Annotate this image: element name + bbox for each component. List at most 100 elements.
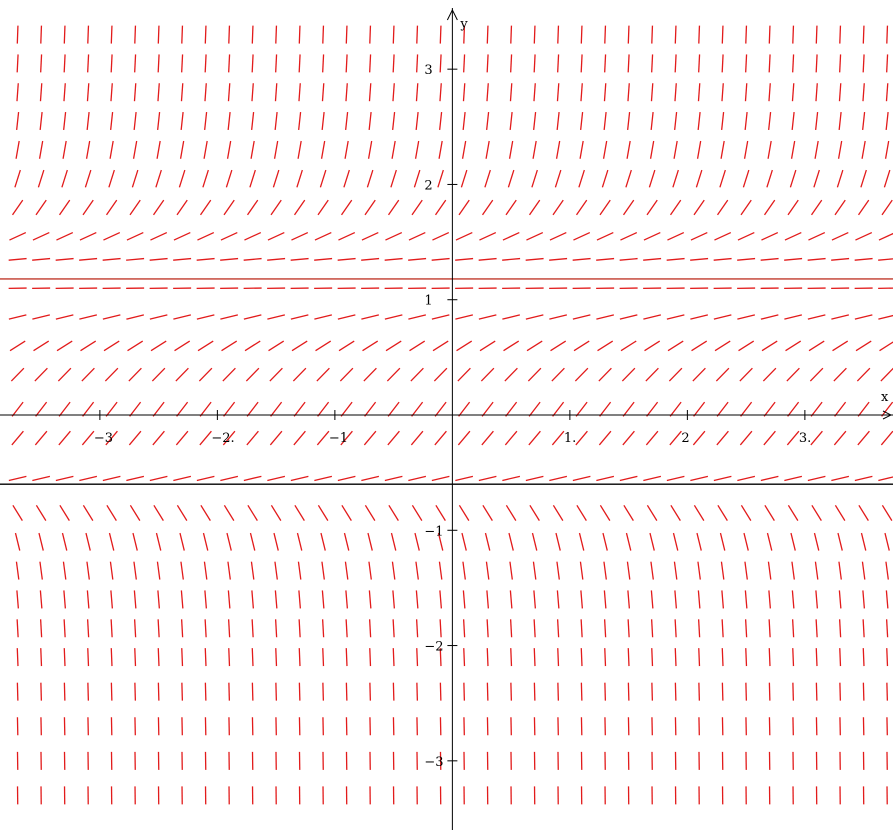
horizontal-solution-lines [0,278,893,485]
slope-segment [408,231,426,241]
slope-segment [39,112,43,131]
slope-segment [321,112,325,131]
slope-segment [721,619,724,638]
slope-segment [387,401,400,417]
slope-segment [787,504,799,521]
slope-segment [16,112,20,131]
slope-segment [181,648,184,667]
slope-segment [63,590,67,609]
slope-segment [251,648,254,667]
slope-segment [109,561,114,580]
slope-segment [461,532,467,551]
slope-segment [526,231,544,241]
slope-segment [837,140,843,159]
slope-segment [251,25,254,44]
slope-segment [110,590,114,609]
slope-segment [831,257,850,261]
slope-segment [317,504,329,521]
slope-segment [760,257,779,261]
x-tick-label: −3 [94,431,113,446]
y-tick-label: −2 [424,640,443,655]
slope-segment [102,314,121,320]
slope-segment [691,340,708,352]
slope-segment [392,648,395,667]
slope-segment [110,54,113,73]
slope-segment [267,257,286,261]
slope-segment [622,199,635,216]
slope-segment [39,619,43,638]
slope-segment [479,340,496,352]
slope-segment [243,314,262,320]
slope-segment [766,169,773,188]
slope-segment [134,648,137,667]
slope-segment [549,314,568,320]
slope-segment [251,619,254,638]
slope-segment [813,169,820,188]
slope-segment [345,54,348,73]
slope-segment [860,169,867,188]
slope-segment [690,257,709,261]
slope-segment [129,199,141,216]
slope-segment [878,476,893,482]
slope-segment [12,504,23,521]
slope-segment [650,83,654,102]
slope-segment [580,112,584,131]
slope-segment [881,504,893,521]
slope-segment [343,169,350,188]
slope-segment [502,231,520,241]
slope-segment [220,231,238,241]
slope-segment [693,401,706,417]
slope-segment [131,169,139,188]
slope-segment [314,314,333,320]
slope-segment [885,112,889,131]
slope-segment [815,83,818,102]
slope-segment [38,532,44,551]
slope-segment [743,140,749,159]
slope-segment [834,401,847,417]
slope-segment [79,257,98,261]
slope-segment [8,475,27,482]
slope-segment [745,54,748,73]
slope-segment [387,430,400,446]
slope-segment [763,430,776,446]
slope-segment [596,475,615,482]
slope-segment [810,430,823,446]
slope-segment [267,475,286,482]
slope-segment [226,532,232,551]
slope-segment [180,112,184,131]
slope-segment [369,648,372,667]
slope-segment [815,25,818,44]
slope-segment [696,140,702,159]
slope-segment [886,25,889,44]
slope-segment [862,83,865,102]
slope-segment [740,504,752,521]
slope-segment [106,504,117,521]
slope-segment [361,314,380,320]
slope-segment [554,169,562,188]
slope-segment [290,257,309,261]
slope-segment [552,504,564,521]
slope-segment [292,367,307,382]
slope-segment [525,257,544,261]
slope-segment [784,231,802,241]
slope-segment [269,430,283,446]
slope-segment [173,231,191,241]
slope-segment [884,532,890,551]
slope-segment [674,112,678,131]
slope-segment [270,504,282,521]
slope-segment [672,532,679,551]
slope-segment [643,257,662,261]
slope-segment [16,619,19,638]
slope-segment [502,314,521,320]
slope-segment [481,401,494,417]
slope-segment [108,169,115,188]
slope-segment [274,561,278,580]
slope-segment [837,532,843,551]
slope-segment [575,430,588,446]
slope-segment [228,648,231,667]
x-tick-label: −1 [329,431,348,446]
x-axis-arrow [882,410,893,420]
slope-segment [666,475,685,482]
slope-segment [314,231,332,241]
slope-segment [225,169,233,188]
